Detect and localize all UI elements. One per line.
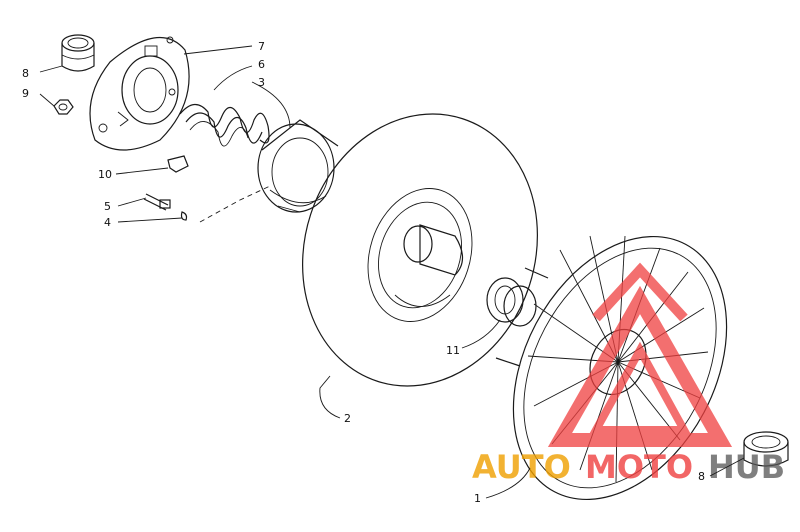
sheave-disc (302, 113, 538, 387)
bushing-bottom (743, 431, 789, 467)
callout-6: 6 (258, 58, 265, 71)
callout-9: 9 (22, 87, 29, 100)
callout-8-bottom: 8 (698, 470, 705, 483)
washers (486, 277, 537, 327)
watermark-logo (547, 262, 733, 447)
callout-2: 2 (344, 412, 351, 425)
callout-7: 7 (258, 40, 265, 53)
watermark-auto: AUTO (472, 448, 571, 486)
cam-sleeve (257, 119, 339, 213)
watermark-triangle-icon (547, 285, 733, 447)
screw (143, 193, 171, 211)
watermark-hub: HUB (708, 448, 785, 486)
callout-4: 4 (104, 216, 111, 229)
screw-assembly-line (199, 185, 271, 223)
watermark-moto: MOTO (585, 448, 693, 486)
cam-plate (89, 36, 190, 151)
roller-button (167, 155, 189, 173)
callout-5: 5 (104, 200, 111, 213)
bushing-top (61, 34, 95, 72)
callout-10: 10 (98, 168, 112, 181)
nut (53, 99, 74, 115)
callout-11: 11 (446, 344, 460, 357)
leader-lines (39, 45, 745, 499)
callout-8-top: 8 (22, 67, 29, 80)
clip (180, 211, 188, 221)
spring (179, 103, 270, 147)
callout-3: 3 (258, 76, 265, 89)
callout-1: 1 (474, 492, 481, 505)
